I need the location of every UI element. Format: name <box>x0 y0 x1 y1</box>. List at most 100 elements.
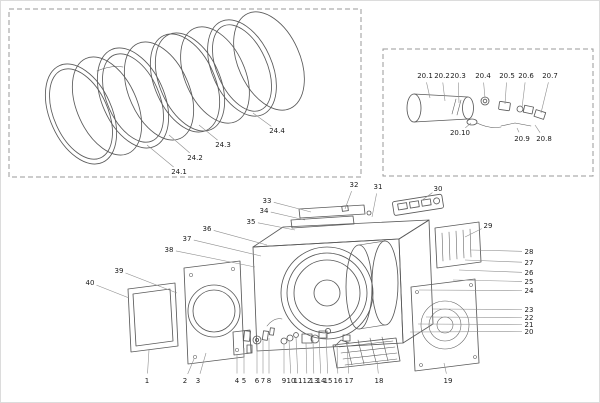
part-label-9: 9 <box>282 377 286 385</box>
part-label-1: 1 <box>145 377 149 385</box>
part-label-11: 11 <box>294 377 303 385</box>
part-label-20.3: 20.3 <box>450 72 466 80</box>
part-label-3: 3 <box>196 377 200 385</box>
part-label-31: 31 <box>374 183 383 191</box>
console-art <box>290 193 444 229</box>
condenser-tray-art <box>332 336 401 369</box>
leader-line-15 <box>325 333 328 374</box>
leader-line-36 <box>213 230 268 246</box>
part-label-20.10: 20.10 <box>450 129 470 137</box>
part-label-17: 17 <box>345 377 354 385</box>
cabinet-art <box>252 219 434 352</box>
part-label-34: 34 <box>260 207 269 215</box>
rear-panel-art <box>410 278 480 372</box>
part-label-30: 30 <box>434 185 443 193</box>
leader-line-20.4 <box>483 82 486 99</box>
leader-line-20.8 <box>534 124 541 133</box>
leader-line-2 <box>187 358 195 375</box>
vent-panel-art <box>434 221 482 269</box>
leader-line-32 <box>344 190 352 210</box>
leader-line-1 <box>147 349 150 374</box>
leader-line-26 <box>458 269 523 273</box>
part-label-26: 26 <box>525 269 534 277</box>
part-label-15: 15 <box>324 377 333 385</box>
leader-line-14 <box>318 336 321 374</box>
drum-rings-inset-frame <box>8 8 362 178</box>
part-label-36: 36 <box>203 225 212 233</box>
leader-line-24.1 <box>146 144 174 168</box>
part-label-20.5: 20.5 <box>499 72 515 80</box>
part-label-24.2: 24.2 <box>187 154 203 162</box>
leader-line-20.9 <box>516 127 520 133</box>
leader-line-30 <box>420 192 433 202</box>
part-label-12: 12 <box>303 377 312 385</box>
part-label-28: 28 <box>525 248 534 256</box>
leader-line-31 <box>371 193 377 218</box>
leader-line-24.4 <box>252 112 272 127</box>
part-label-16: 16 <box>334 377 343 385</box>
part-label-10: 10 <box>287 377 296 385</box>
leader-line-18 <box>376 360 379 374</box>
leader-line-33 <box>273 202 312 213</box>
part-label-23: 23 <box>525 306 534 314</box>
part-label-14: 14 <box>317 377 326 385</box>
heater-assembly-art <box>406 93 547 128</box>
leader-line-17 <box>346 340 349 374</box>
part-label-24: 24 <box>525 287 534 295</box>
leader-line-29 <box>464 228 482 238</box>
leader-line-40 <box>96 284 130 299</box>
part-label-5: 5 <box>242 377 246 385</box>
part-label-20.9: 20.9 <box>514 135 530 143</box>
leader-line-20.10 <box>465 122 472 129</box>
part-label-22: 22 <box>525 314 534 322</box>
part-label-24.3: 24.3 <box>215 141 231 149</box>
leader-line-37 <box>193 239 262 257</box>
part-label-40: 40 <box>86 279 95 287</box>
leader-line-34 <box>270 211 306 221</box>
leader-line-20.6 <box>521 82 526 109</box>
leader-line-35 <box>257 222 296 231</box>
part-label-20.4: 20.4 <box>475 72 491 80</box>
part-label-24.4: 24.4 <box>269 127 285 135</box>
part-label-33: 33 <box>263 197 272 205</box>
leader-line-38 <box>175 250 256 268</box>
part-label-7: 7 <box>261 377 265 385</box>
leader-line-20.1 <box>426 82 431 99</box>
leader-line-12 <box>305 342 308 374</box>
leader-line-24.2 <box>168 134 190 154</box>
part-label-8: 8 <box>267 377 271 385</box>
leader-line-24.3 <box>198 124 218 141</box>
part-label-21: 21 <box>525 321 534 329</box>
part-label-19: 19 <box>444 377 453 385</box>
part-label-24.1: 24.1 <box>171 168 187 176</box>
part-label-20: 20 <box>525 328 534 336</box>
part-label-18: 18 <box>375 377 384 385</box>
part-label-20.7: 20.7 <box>542 72 558 80</box>
part-label-27: 27 <box>525 259 534 267</box>
leader-line-19 <box>443 362 447 374</box>
part-label-2: 2 <box>183 377 187 385</box>
part-label-25: 25 <box>525 278 534 286</box>
leader-line-20.7 <box>540 82 549 114</box>
leader-line-20.3 <box>458 82 460 104</box>
part-label-35: 35 <box>247 218 256 226</box>
leader-line-22 <box>425 316 523 318</box>
part-label-13: 13 <box>310 377 319 385</box>
part-label-4: 4 <box>235 377 240 385</box>
part-label-29: 29 <box>484 222 493 230</box>
part-label-37: 37 <box>183 235 192 243</box>
leader-line-27 <box>464 259 523 263</box>
part-label-20.2: 20.2 <box>434 72 450 80</box>
part-label-6: 6 <box>255 377 260 385</box>
part-label-20.6: 20.6 <box>518 72 534 80</box>
part-label-20.8: 20.8 <box>536 135 552 143</box>
leader-line-25 <box>452 279 523 282</box>
part-label-32: 32 <box>350 181 359 189</box>
leader-line-21 <box>417 323 523 325</box>
drum-rings-art <box>44 11 305 165</box>
leader-line-23 <box>432 308 523 310</box>
leader-line-20.5 <box>504 82 507 105</box>
